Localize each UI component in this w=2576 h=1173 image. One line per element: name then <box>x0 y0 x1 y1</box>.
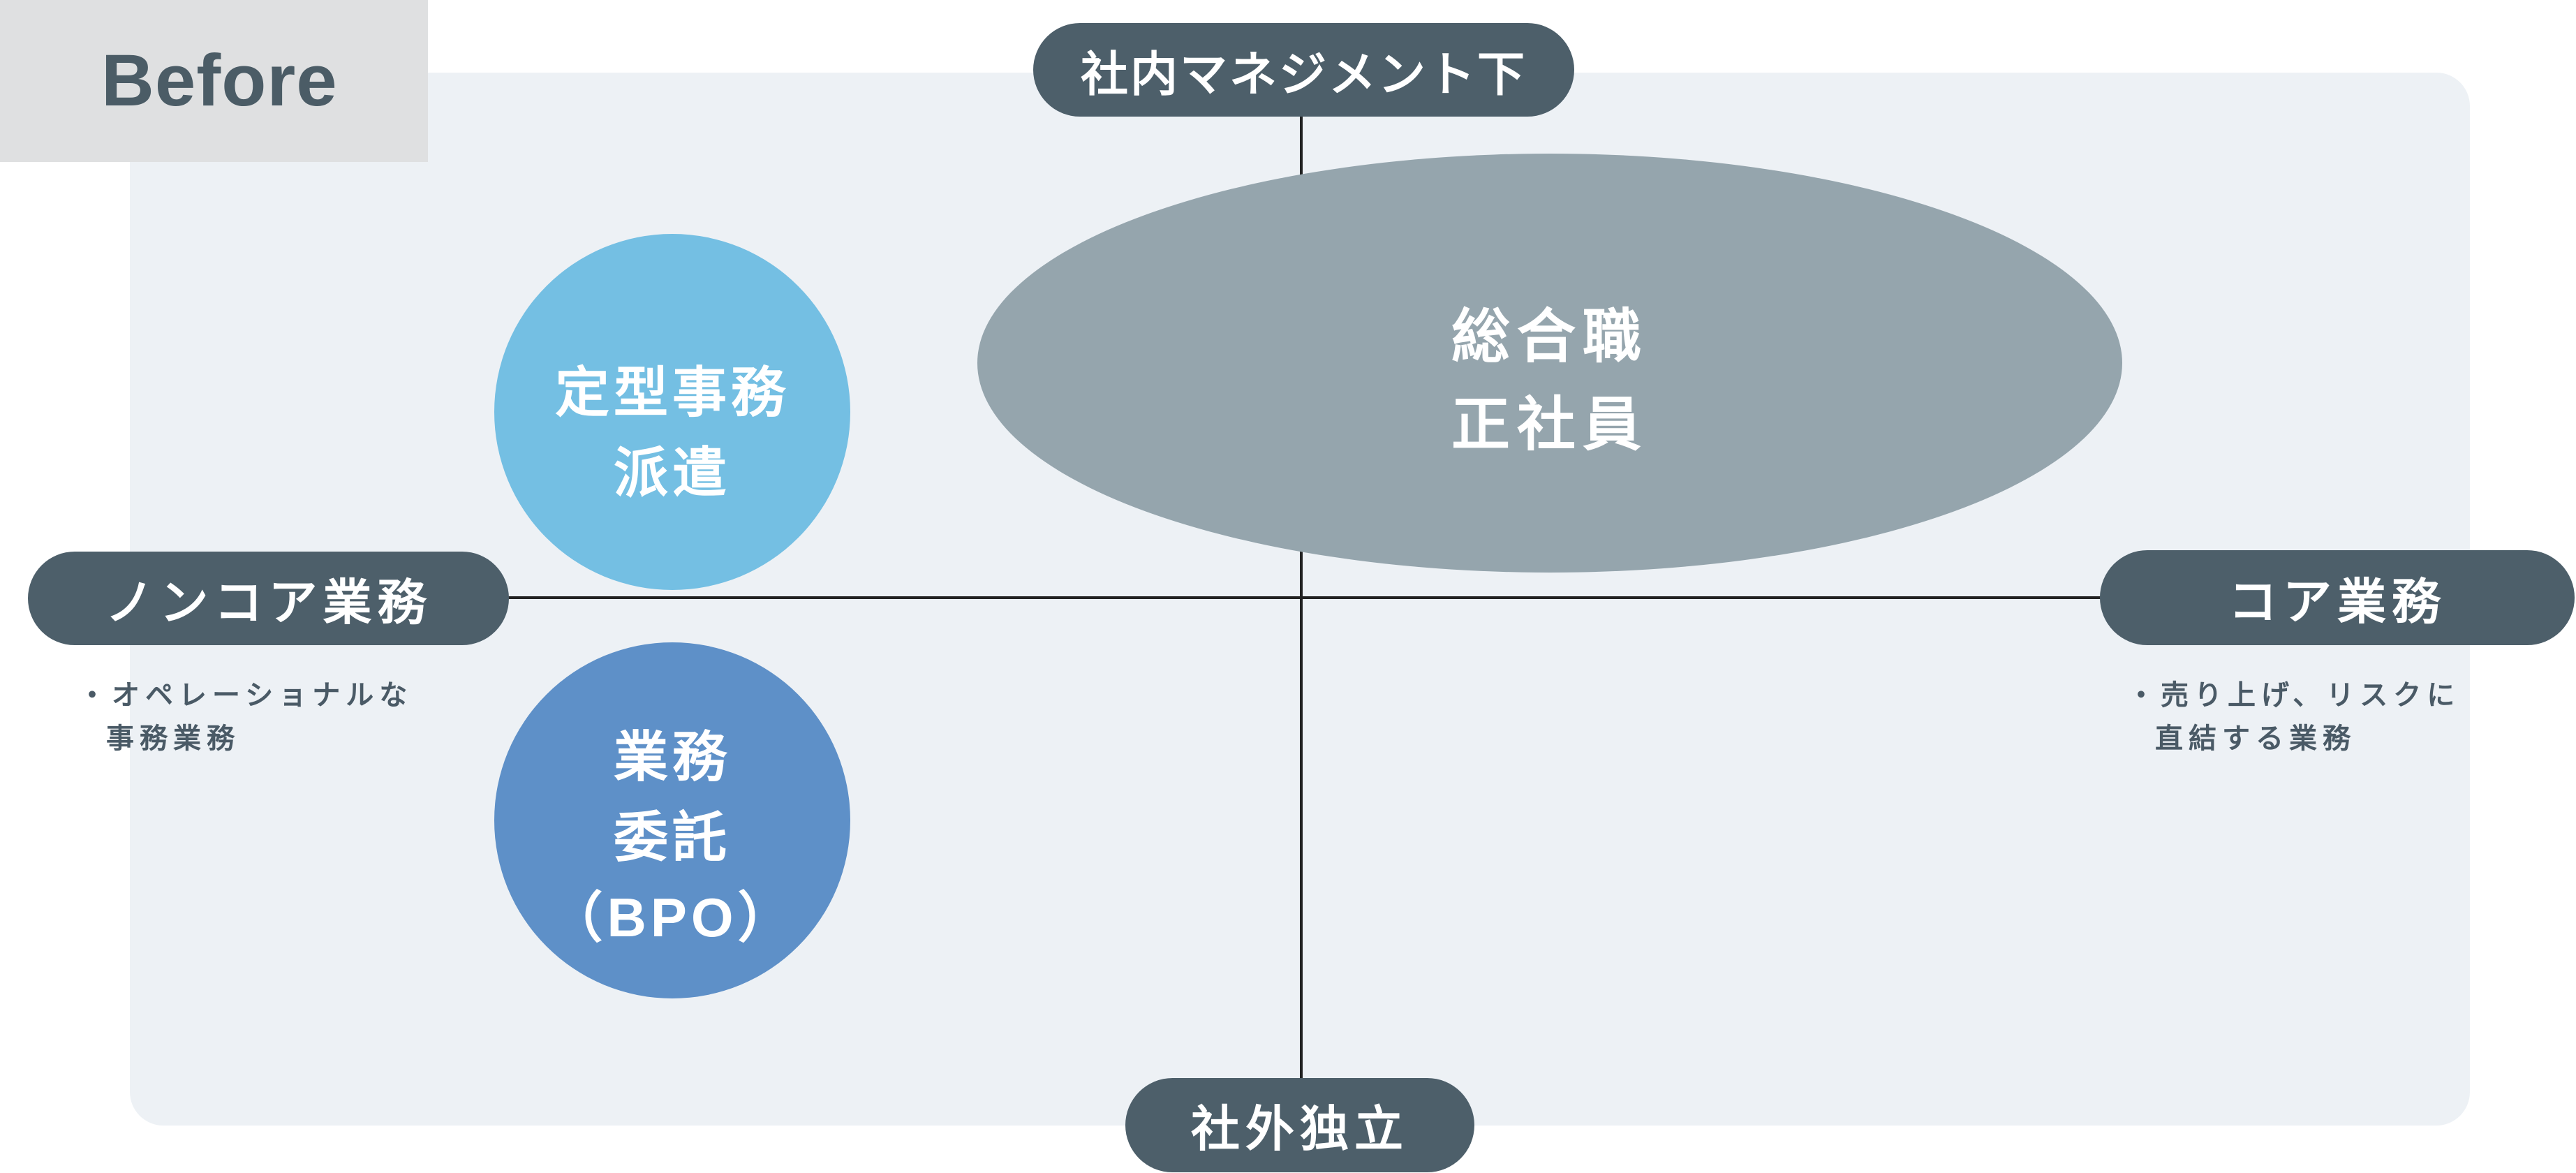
bpo-circle-label-line1: 業務 <box>613 725 731 788</box>
bpo-circle-label-line3: （BPO） <box>548 886 797 948</box>
right-axis-note-line2: 直結する業務 <box>2155 723 2356 754</box>
left-axis-note: ・オペレーショナルな 事務業務 <box>78 674 413 760</box>
left-axis-note-line2: 事務業務 <box>106 723 240 754</box>
page-title: Before <box>101 40 338 121</box>
left-axis-note-line1: ・オペレーショナルな <box>78 680 413 711</box>
axis-label-bottom-text: 社外独立 <box>1191 1102 1409 1156</box>
dispatch-circle-label-line1: 定型事務 <box>554 362 790 423</box>
fulltime-ellipse-label-line2: 正社員 <box>1451 392 1648 457</box>
right-axis-note-line1: ・売り上げ、リスクに <box>2127 680 2461 711</box>
axis-label-right-pill: コア業務 <box>2100 550 2575 645</box>
horizontal-axis-line <box>508 596 2101 599</box>
fulltime-ellipse: 総合職 正社員 <box>977 154 2122 573</box>
vertical-axis-line <box>1300 115 1303 1079</box>
axis-label-top-text: 社内マネジメント下 <box>1080 47 1527 101</box>
axis-label-left-pill: ノンコア業務 <box>28 552 509 645</box>
before-title-box: Before <box>0 0 428 162</box>
axis-label-right-text: コア業務 <box>2228 574 2446 629</box>
dispatch-circle-label-line2: 派遣 <box>613 442 731 503</box>
axis-label-bottom-pill: 社外独立 <box>1125 1078 1474 1172</box>
bpo-circle-label-line2: 委託 <box>613 806 731 868</box>
dispatch-circle: 定型事務 派遣 <box>494 234 850 590</box>
bpo-circle: 業務 委託 （BPO） <box>494 642 850 998</box>
axis-label-left-text: ノンコア業務 <box>105 575 432 630</box>
right-axis-note: ・売り上げ、リスクに 直結する業務 <box>2127 674 2460 760</box>
axis-label-top-pill: 社内マネジメント下 <box>1033 23 1574 117</box>
fulltime-ellipse-label-line1: 総合職 <box>1451 304 1648 369</box>
